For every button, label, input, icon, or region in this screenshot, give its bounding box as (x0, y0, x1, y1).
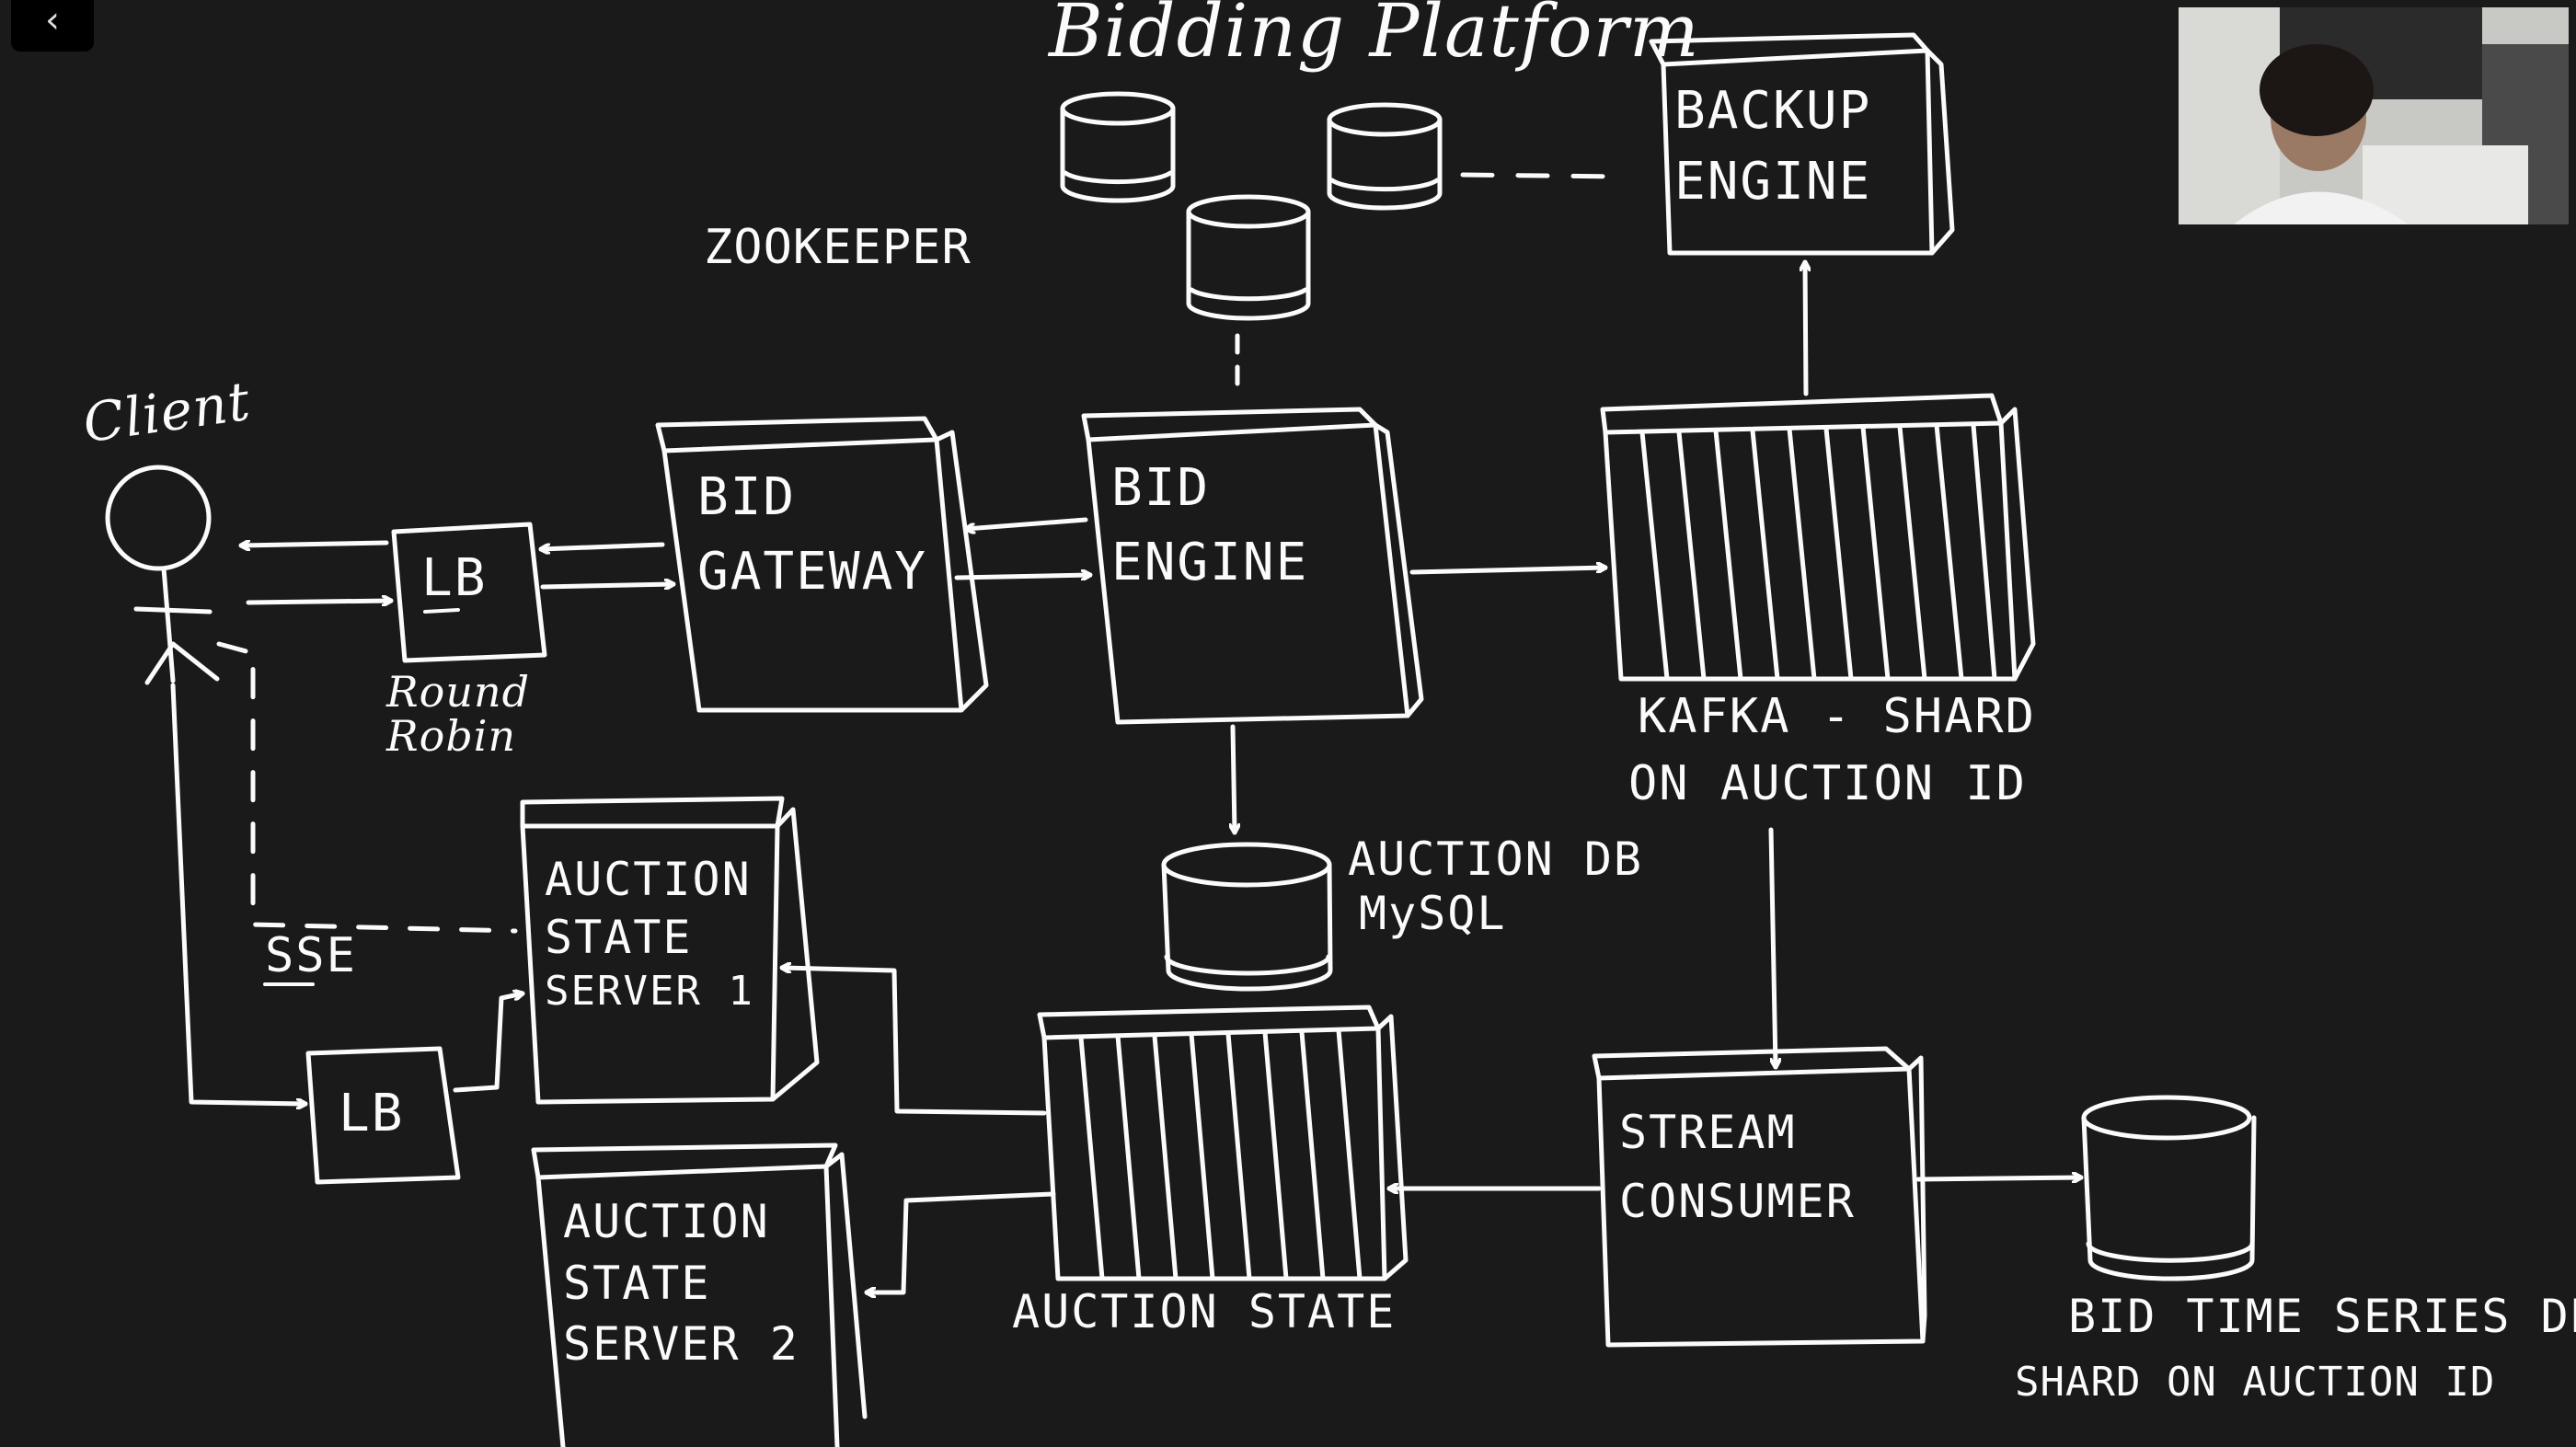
auction-db-line-2: MySQL (1359, 886, 1507, 940)
zookeeper-node-2 (1327, 102, 1443, 211)
round-robin-line-2: Robin (386, 711, 517, 762)
lb-bottom-box (305, 1046, 461, 1185)
consumer-to-tsdb-arrow (1915, 1177, 2084, 1179)
zookeeper-backup-dashed-link (1460, 172, 1627, 179)
bid-gateway-line-2: GATEWAY (697, 541, 928, 602)
zookeeper-node-1 (1060, 91, 1176, 203)
lb-top-box (391, 522, 547, 663)
backup-engine-line-1: BACKUP (1674, 81, 1872, 141)
zookeeper-label: ZOOKEEPER (704, 220, 972, 275)
bid-gateway-label: BID GATEWAY (697, 467, 928, 602)
client-actor (105, 465, 220, 685)
gateway-to-lb-arrow (538, 542, 665, 549)
backup-engine-line-2: ENGINE (1674, 151, 1872, 212)
sse-dashed-link (216, 641, 518, 934)
round-robin-line-1: Round (386, 667, 531, 717)
auction-state-server-2-box (531, 1143, 868, 1447)
webcam-person-image (2179, 7, 2569, 224)
sse-label: SSE (265, 928, 357, 983)
auction-state-queue-box (1037, 1005, 1409, 1281)
auction-state-server-1-label: AUCTION STATE SERVER 1 (545, 856, 754, 1013)
bid-ts-db-line-2: SHARD ON AUCTION ID (2015, 1358, 2496, 1406)
server-1-line-3: SERVER 1 (545, 968, 754, 1015)
bid-engine-line-2: ENGINE (1111, 532, 1309, 592)
lb-underline (423, 608, 460, 614)
engine-to-gateway-arrow (963, 517, 1088, 529)
bid-engine-label: BID ENGINE (1111, 458, 1309, 592)
kafka-label: KAFKA - SHARD ON AUCTION ID (1628, 692, 2036, 809)
auction-db-cylinder (1161, 842, 1333, 992)
stream-consumer-line-1: STREAM (1619, 1106, 1797, 1159)
zookeeper-node-3 (1186, 194, 1311, 321)
bid-ts-db-line-1: BID TIME SERIES DB (2068, 1290, 2576, 1343)
engine-to-auctiondb-arrow (1233, 724, 1235, 835)
lb-to-gateway-arrow (540, 584, 676, 587)
bid-engine-box (1081, 407, 1424, 725)
auction-state-label: AUCTION STATE (1012, 1285, 1397, 1338)
server-1-line-2: STATE (545, 910, 693, 964)
stream-consumer-box (1592, 1046, 1927, 1348)
engine-to-kafka-arrow (1409, 568, 1608, 575)
backup-engine-label: BACKUP ENGINE (1674, 81, 1872, 212)
auction-state-server-2-label: AUCTION STATE SERVER 2 (563, 1198, 799, 1369)
back-button[interactable]: ‹ (11, 0, 94, 52)
auctionstate-to-server1-arrow (779, 968, 1047, 1116)
bid-gateway-line-1: BID (697, 467, 797, 527)
diagram-title: Bidding Platform (1049, 0, 1700, 74)
server-1-line-1: AUCTION (545, 853, 752, 906)
kafka-line-2: ON AUCTION ID (1628, 755, 2027, 811)
auction-db-label: AUCTION DB MySQL (1348, 835, 1643, 937)
auction-db-line-1: AUCTION DB (1348, 833, 1644, 886)
lb-top-label: LB (421, 548, 488, 608)
bid-gateway-box (655, 416, 989, 713)
gateway-to-engine-arrow (954, 575, 1093, 578)
bid-ts-db-cylinder (2081, 1095, 2257, 1281)
kafka-box (1600, 393, 2036, 682)
server-2-line-1: AUCTION (563, 1195, 770, 1248)
kafka-line-1: KAFKA - SHARD (1638, 689, 2036, 744)
kafka-to-consumer-arrow (1768, 827, 1776, 1070)
auction-state-server-1-box (520, 796, 820, 1105)
server-2-line-2: STATE (563, 1256, 711, 1310)
lb-to-client-arrow (238, 543, 389, 545)
round-robin-label: Round Robin (386, 670, 530, 759)
server-2-line-3: SERVER 2 (563, 1317, 799, 1371)
kafka-to-backup-arrow (1805, 259, 1806, 396)
stream-consumer-label: STREAM CONSUMER (1619, 1108, 1856, 1225)
bid-engine-line-1: BID (1111, 458, 1211, 518)
lb-bottom-to-server1-arrow (453, 993, 523, 1093)
client-to-lb-arrow (246, 601, 394, 603)
lb-bottom-label: LB (339, 1084, 405, 1143)
client-to-lb-bottom-arrow (170, 683, 308, 1104)
chevron-left-icon: ‹ (45, 0, 60, 41)
bid-ts-db-label: BID TIME SERIES DB SHARD ON AUCTION ID (2015, 1292, 2576, 1404)
webcam-video (2179, 7, 2569, 224)
auctionstate-to-server2-arrow (864, 1191, 1056, 1292)
backup-engine-box (1649, 32, 1955, 256)
stream-consumer-line-2: CONSUMER (1619, 1174, 1856, 1228)
